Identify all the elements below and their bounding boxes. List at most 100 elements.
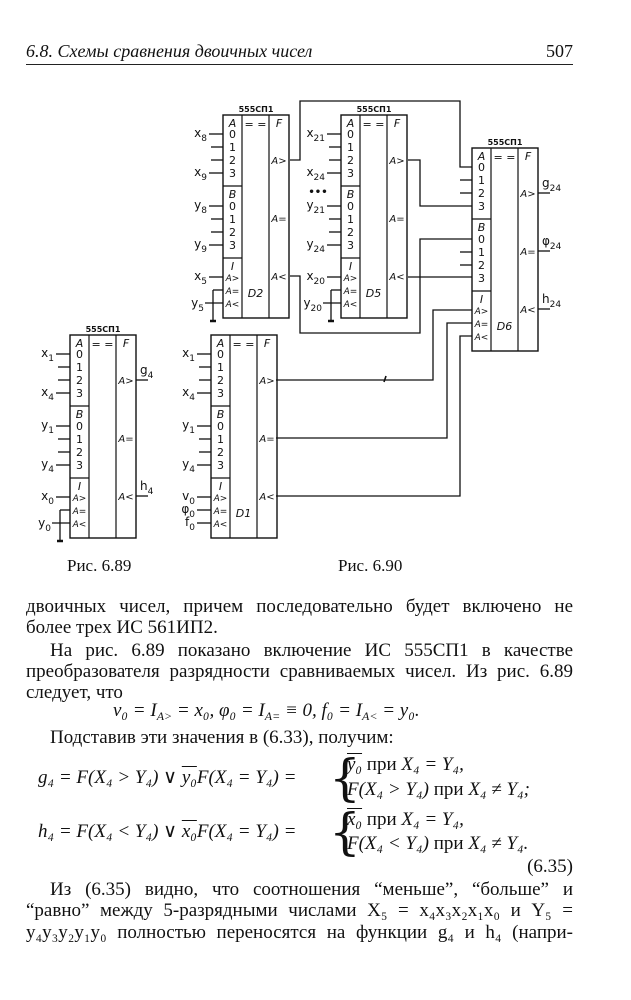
input-label-ilt: y20 xyxy=(303,296,322,314)
formula-part: X₄ ≠ Y₄; xyxy=(468,779,530,800)
output-label-gt: A> xyxy=(117,376,133,387)
input-label-a0: x8 xyxy=(194,126,207,144)
formula-part: X₄ ≠ Y₄. xyxy=(468,833,529,854)
pin-label-i-0: A> xyxy=(213,494,228,504)
section-title: 6.8. Схемы сравнения двоичных чисел xyxy=(26,41,313,61)
formula-word: при xyxy=(362,809,402,830)
text-line: преобразователя разрядности сравниваемых… xyxy=(26,661,573,682)
pin-label-b: B xyxy=(76,408,84,421)
formula-h4-case1: x₀ при X₄ = Y₄, xyxy=(347,809,464,831)
output-label-eq: A= xyxy=(258,434,274,445)
connection-wire xyxy=(276,322,472,439)
pin-label-i: I xyxy=(231,260,234,273)
equation-number: (6.35) xyxy=(527,856,573,877)
output-label-gt: A> xyxy=(258,376,274,387)
input-label-ilt: y5 xyxy=(191,296,204,314)
formula-g4-left: g₄ = F(X₄ > Y₄) ∨ y₀F(X₄ = Y₄) = xyxy=(38,767,296,789)
pin-label-i-0: A> xyxy=(343,274,358,284)
brace: { xyxy=(329,803,361,861)
output-label-lt: A< xyxy=(388,272,404,283)
pin-label-a: A xyxy=(75,337,84,350)
output-label-eq: A= xyxy=(117,434,133,445)
pin-label-b: B xyxy=(217,408,225,421)
input-label-ieq: φ0 xyxy=(181,502,195,520)
input-label-ilt: f0 xyxy=(185,515,195,533)
text-line: На рис. 6.89 показано включение ИС 555СП… xyxy=(50,640,573,661)
input-label-igt: x20 xyxy=(306,269,325,287)
chip-body-D1 xyxy=(210,334,278,539)
pin-label-b0: 0 xyxy=(347,200,354,213)
pin-label-a0: 0 xyxy=(76,348,83,361)
pin-label-a0: 0 xyxy=(347,128,354,141)
chip-body-D5 xyxy=(340,114,408,319)
pin-label-b1: 1 xyxy=(347,213,354,226)
pin-label-i-2: A< xyxy=(225,300,240,310)
input-label-a3: x24 xyxy=(306,165,325,183)
pin-label-b1: 1 xyxy=(217,433,224,446)
formula-inputs: v₀ = IA> = x₀, φ₀ = IA= ≡ 0, f₀ = IA< = … xyxy=(113,700,420,722)
pin-label-b2: 2 xyxy=(478,259,485,272)
figure-caption-6-90: Рис. 6.90 xyxy=(338,556,403,575)
ellipsis-dots: ••• xyxy=(308,187,327,198)
output-label-lt: h4 xyxy=(140,479,154,497)
chip-designator: D1 xyxy=(236,507,251,520)
pin-label-b2: 2 xyxy=(76,446,83,459)
text-line: двоичных чисел, причем последовательно б… xyxy=(26,596,573,617)
formula-word: при xyxy=(428,833,469,854)
input-label-ilt: y0 xyxy=(38,516,51,534)
chip-designator: D5 xyxy=(366,287,381,300)
input-label-b3: y24 xyxy=(306,237,325,255)
text-line: Из (6.35) видно, что соотношения “меньше… xyxy=(50,879,573,900)
pin-label-i-0: A> xyxy=(474,307,489,317)
output-label-lt: A< xyxy=(270,272,286,283)
chip-body-fig89 xyxy=(69,334,137,539)
input-label-b3: y4 xyxy=(41,457,54,475)
formula-part: F(X₄ = Y₄) = xyxy=(196,767,297,788)
function-label: = = xyxy=(92,338,114,351)
pin-label-b3: 3 xyxy=(217,459,224,472)
pin-label-i-1: A= xyxy=(343,287,358,297)
pin-label-i-2: A< xyxy=(213,520,228,530)
output-label-lt: A< xyxy=(258,492,274,503)
output-label-gt: A> xyxy=(270,156,286,167)
input-label-b0: y1 xyxy=(182,418,195,436)
output-label-lt: A< xyxy=(519,305,535,316)
pin-label-a3: 3 xyxy=(229,167,236,180)
connection-wire xyxy=(408,159,472,207)
formula-part: F(X₄ > Y₄) xyxy=(347,779,429,800)
formula-part: g₄ = F(X₄ > Y₄) ∨ xyxy=(38,767,182,788)
pin-label-a2: 2 xyxy=(217,374,224,387)
output-label-gt: A> xyxy=(388,156,404,167)
formula-word: при xyxy=(428,779,469,800)
pin-label-a: A xyxy=(216,337,225,350)
chip-title: 555СП1 xyxy=(488,138,523,147)
pin-label-f: F xyxy=(264,337,271,350)
pin-label-b0: 0 xyxy=(478,233,485,246)
pin-label-b1: 1 xyxy=(229,213,236,226)
chip-body-D6 xyxy=(471,147,539,352)
function-label: = = xyxy=(494,151,516,164)
output-label-gt: A> xyxy=(519,189,535,200)
pin-label-a1: 1 xyxy=(76,361,83,374)
pin-label-a0: 0 xyxy=(478,161,485,174)
chip-body-D2 xyxy=(222,114,290,319)
text-line: следует, что xyxy=(26,682,123,703)
pin-label-b0: 0 xyxy=(229,200,236,213)
pin-label-i-1: A= xyxy=(474,320,489,330)
pin-label-b0: 0 xyxy=(76,420,83,433)
pin-label-a0: 0 xyxy=(229,128,236,141)
connection-wire xyxy=(290,100,472,168)
pin-label-i-2: A< xyxy=(343,300,358,310)
pin-label-a0: 0 xyxy=(217,348,224,361)
output-label-eq: A= xyxy=(388,214,404,225)
text-line: Подставив эти значения в (6.33), получим… xyxy=(50,727,394,748)
formula-overline: x₀ xyxy=(181,821,197,842)
output-label-gt: g24 xyxy=(542,176,561,194)
pin-label-f: F xyxy=(276,117,283,130)
formula-sub: A> xyxy=(156,709,173,723)
pin-label-b3: 3 xyxy=(478,272,485,285)
pin-label-a: A xyxy=(228,117,237,130)
input-label-b3: y4 xyxy=(182,457,195,475)
formula-overline: y₀ xyxy=(347,754,363,775)
chip-title: 555СП1 xyxy=(86,325,121,334)
